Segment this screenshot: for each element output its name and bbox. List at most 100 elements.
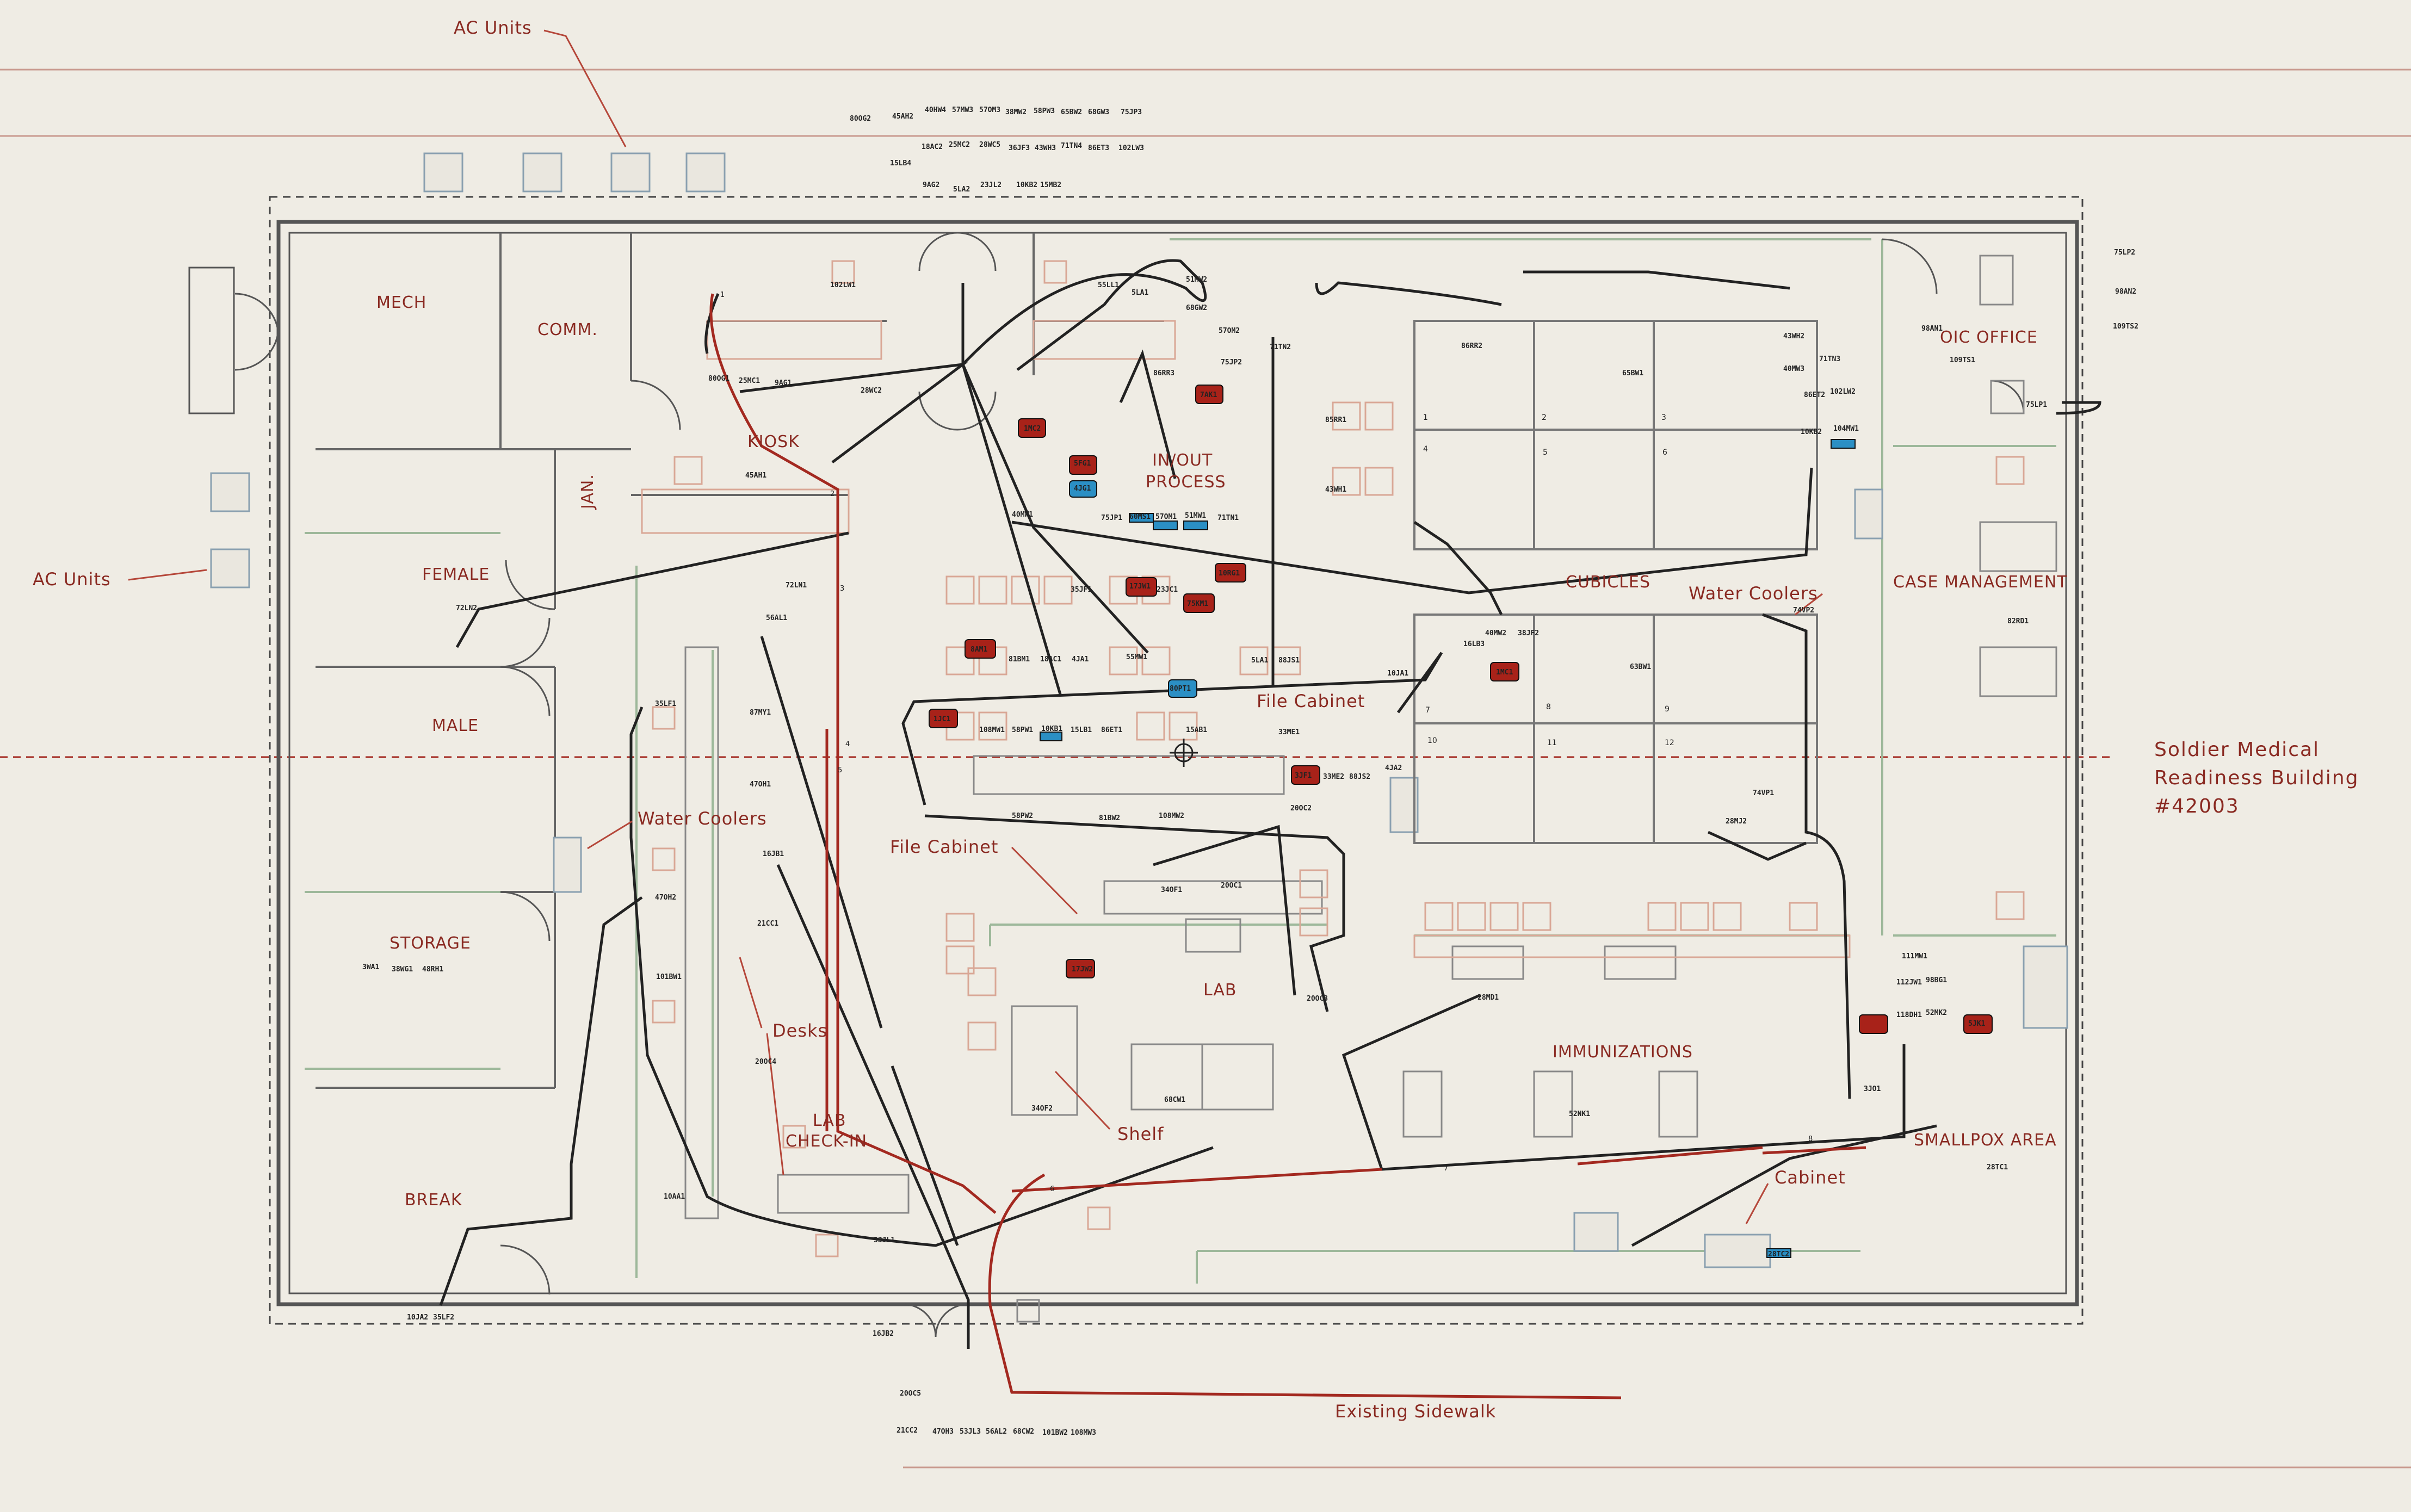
svg-text:75KM1: 75KM1 bbox=[1187, 600, 1208, 608]
svg-text:57MW3: 57MW3 bbox=[952, 106, 973, 114]
svg-text:52NK1: 52NK1 bbox=[1569, 1110, 1590, 1118]
room-male: MALE bbox=[432, 716, 479, 735]
svg-text:7AK1: 7AK1 bbox=[1200, 391, 1217, 399]
svg-text:20OC2: 20OC2 bbox=[1290, 804, 1312, 813]
svg-text:75JP1: 75JP1 bbox=[1101, 514, 1122, 522]
svg-text:20OC3: 20OC3 bbox=[1307, 995, 1328, 1003]
svg-text:3: 3 bbox=[1661, 413, 1666, 422]
svg-text:75JP3: 75JP3 bbox=[1121, 108, 1142, 116]
svg-text:55LL1: 55LL1 bbox=[1098, 281, 1119, 289]
svg-text:4: 4 bbox=[845, 740, 850, 748]
svg-text:15LB1: 15LB1 bbox=[1071, 726, 1092, 734]
cubicles-grid bbox=[1413, 320, 1818, 844]
svg-text:72LN2: 72LN2 bbox=[456, 604, 477, 612]
svg-text:65BW2: 65BW2 bbox=[1061, 108, 1082, 116]
svg-text:86ET2: 86ET2 bbox=[1804, 391, 1825, 399]
svg-text:4JA1: 4JA1 bbox=[1072, 655, 1089, 664]
room-break: BREAK bbox=[405, 1191, 462, 1210]
red-paths bbox=[709, 293, 1866, 1399]
callout-existing-sidewalk: Existing Sidewalk bbox=[1335, 1401, 1496, 1422]
svg-text:5FG1: 5FG1 bbox=[1074, 460, 1091, 468]
svg-text:47OH1: 47OH1 bbox=[750, 780, 771, 789]
svg-text:3JO1: 3JO1 bbox=[1864, 1085, 1881, 1093]
svg-text:10AA1: 10AA1 bbox=[664, 1193, 685, 1201]
svg-text:52MK2: 52MK2 bbox=[1926, 1009, 1947, 1017]
svg-text:2: 2 bbox=[830, 490, 834, 498]
callout-cabinet: Cabinet bbox=[1775, 1167, 1846, 1188]
svg-text:60MS1: 60MS1 bbox=[1129, 513, 1151, 521]
title-line-3: #42003 bbox=[2154, 795, 2240, 817]
svg-text:21CC2: 21CC2 bbox=[897, 1427, 918, 1435]
room-oic-office: OIC OFFICE bbox=[1940, 328, 2038, 347]
svg-text:45AH2: 45AH2 bbox=[892, 113, 913, 121]
svg-text:23JL2: 23JL2 bbox=[980, 181, 1002, 189]
svg-text:74VP2: 74VP2 bbox=[1793, 606, 1814, 615]
svg-text:10: 10 bbox=[1427, 736, 1437, 745]
svg-text:18AC1: 18AC1 bbox=[1040, 655, 1061, 664]
svg-text:11: 11 bbox=[1547, 739, 1557, 747]
svg-text:55MW1: 55MW1 bbox=[1126, 653, 1147, 661]
svg-text:10KB2: 10KB2 bbox=[1801, 428, 1822, 436]
svg-text:4JA2: 4JA2 bbox=[1385, 764, 1402, 772]
svg-text:109TS2: 109TS2 bbox=[2113, 323, 2138, 331]
callout-file-cabinet-lower: File Cabinet bbox=[890, 836, 998, 857]
svg-text:35LF1: 35LF1 bbox=[655, 700, 676, 708]
svg-text:6: 6 bbox=[1050, 1185, 1054, 1193]
svg-text:45AH1: 45AH1 bbox=[745, 472, 766, 480]
green-partitions bbox=[305, 238, 2056, 1284]
svg-text:38WG1: 38WG1 bbox=[392, 965, 413, 974]
room-lab-check-in-2: CHECK-IN bbox=[786, 1132, 867, 1151]
svg-text:17JW1: 17JW1 bbox=[1129, 583, 1151, 591]
callout-leaders bbox=[128, 29, 1823, 1224]
svg-text:10JA2: 10JA2 bbox=[407, 1313, 428, 1322]
svg-text:35LF2: 35LF2 bbox=[433, 1313, 454, 1322]
svg-text:5LA1: 5LA1 bbox=[1132, 289, 1148, 297]
callout-water-coolers-left: Water Coolers bbox=[638, 808, 767, 829]
callout-desks: Desks bbox=[772, 1020, 827, 1041]
svg-text:80OG1: 80OG1 bbox=[708, 375, 730, 383]
svg-text:20OC5: 20OC5 bbox=[900, 1390, 921, 1398]
svg-text:34OF1: 34OF1 bbox=[1161, 886, 1182, 894]
equipment-codes: 80OG2 45AH2 40HW4 57MW3 57OM3 38MW2 58PW… bbox=[362, 106, 2138, 1437]
svg-text:71TN2: 71TN2 bbox=[1270, 343, 1291, 351]
svg-text:43WH3: 43WH3 bbox=[1035, 144, 1056, 152]
title-line-2: Readiness Building bbox=[2154, 767, 2359, 789]
svg-text:86ET1: 86ET1 bbox=[1101, 726, 1122, 734]
svg-text:51MW1: 51MW1 bbox=[1185, 512, 1206, 520]
svg-text:7: 7 bbox=[1425, 706, 1430, 715]
svg-text:12: 12 bbox=[1665, 739, 1674, 747]
svg-text:98AN1: 98AN1 bbox=[1921, 325, 1943, 333]
callout-file-cabinet-center: File Cabinet bbox=[1257, 691, 1365, 711]
svg-text:2: 2 bbox=[1542, 413, 1547, 422]
svg-text:58PW2: 58PW2 bbox=[1012, 812, 1033, 820]
svg-text:5: 5 bbox=[1543, 448, 1548, 457]
room-lab: LAB bbox=[1203, 981, 1237, 1000]
svg-text:82RD1: 82RD1 bbox=[2007, 617, 2029, 625]
cubicle-numbers: 1 2 3 4 5 6 7 8 9 10 11 12 bbox=[1423, 413, 1674, 747]
svg-text:3: 3 bbox=[840, 585, 844, 593]
svg-text:28MD1: 28MD1 bbox=[1477, 994, 1499, 1002]
svg-text:101BW1: 101BW1 bbox=[656, 973, 682, 981]
callout-water-coolers-right: Water Coolers bbox=[1689, 583, 1818, 604]
svg-text:98AN2: 98AN2 bbox=[2115, 288, 2136, 296]
svg-text:112JW1: 112JW1 bbox=[1896, 978, 1922, 987]
svg-text:9AG2: 9AG2 bbox=[923, 181, 939, 189]
room-mech: MECH bbox=[376, 293, 426, 312]
svg-text:101BW2: 101BW2 bbox=[1042, 1429, 1068, 1437]
room-storage: STORAGE bbox=[390, 934, 471, 953]
svg-text:18AC2: 18AC2 bbox=[922, 143, 943, 151]
svg-text:1MC2: 1MC2 bbox=[1024, 425, 1041, 433]
svg-text:65BW1: 65BW1 bbox=[1622, 369, 1643, 377]
svg-text:86RR2: 86RR2 bbox=[1461, 342, 1482, 350]
svg-text:15LB4: 15LB4 bbox=[890, 159, 911, 168]
room-case-management: CASE MANAGEMENT bbox=[1893, 573, 2068, 592]
svg-text:51MW2: 51MW2 bbox=[1186, 276, 1207, 284]
svg-text:102LW3: 102LW3 bbox=[1118, 144, 1144, 152]
svg-text:56AL1: 56AL1 bbox=[766, 614, 787, 622]
svg-text:20OC4: 20OC4 bbox=[755, 1058, 776, 1066]
svg-text:108MW2: 108MW2 bbox=[1159, 812, 1184, 820]
svg-text:71TN1: 71TN1 bbox=[1217, 514, 1239, 522]
svg-text:74VP1: 74VP1 bbox=[1753, 789, 1774, 797]
room-in-out: IN/OUT bbox=[1152, 451, 1213, 470]
